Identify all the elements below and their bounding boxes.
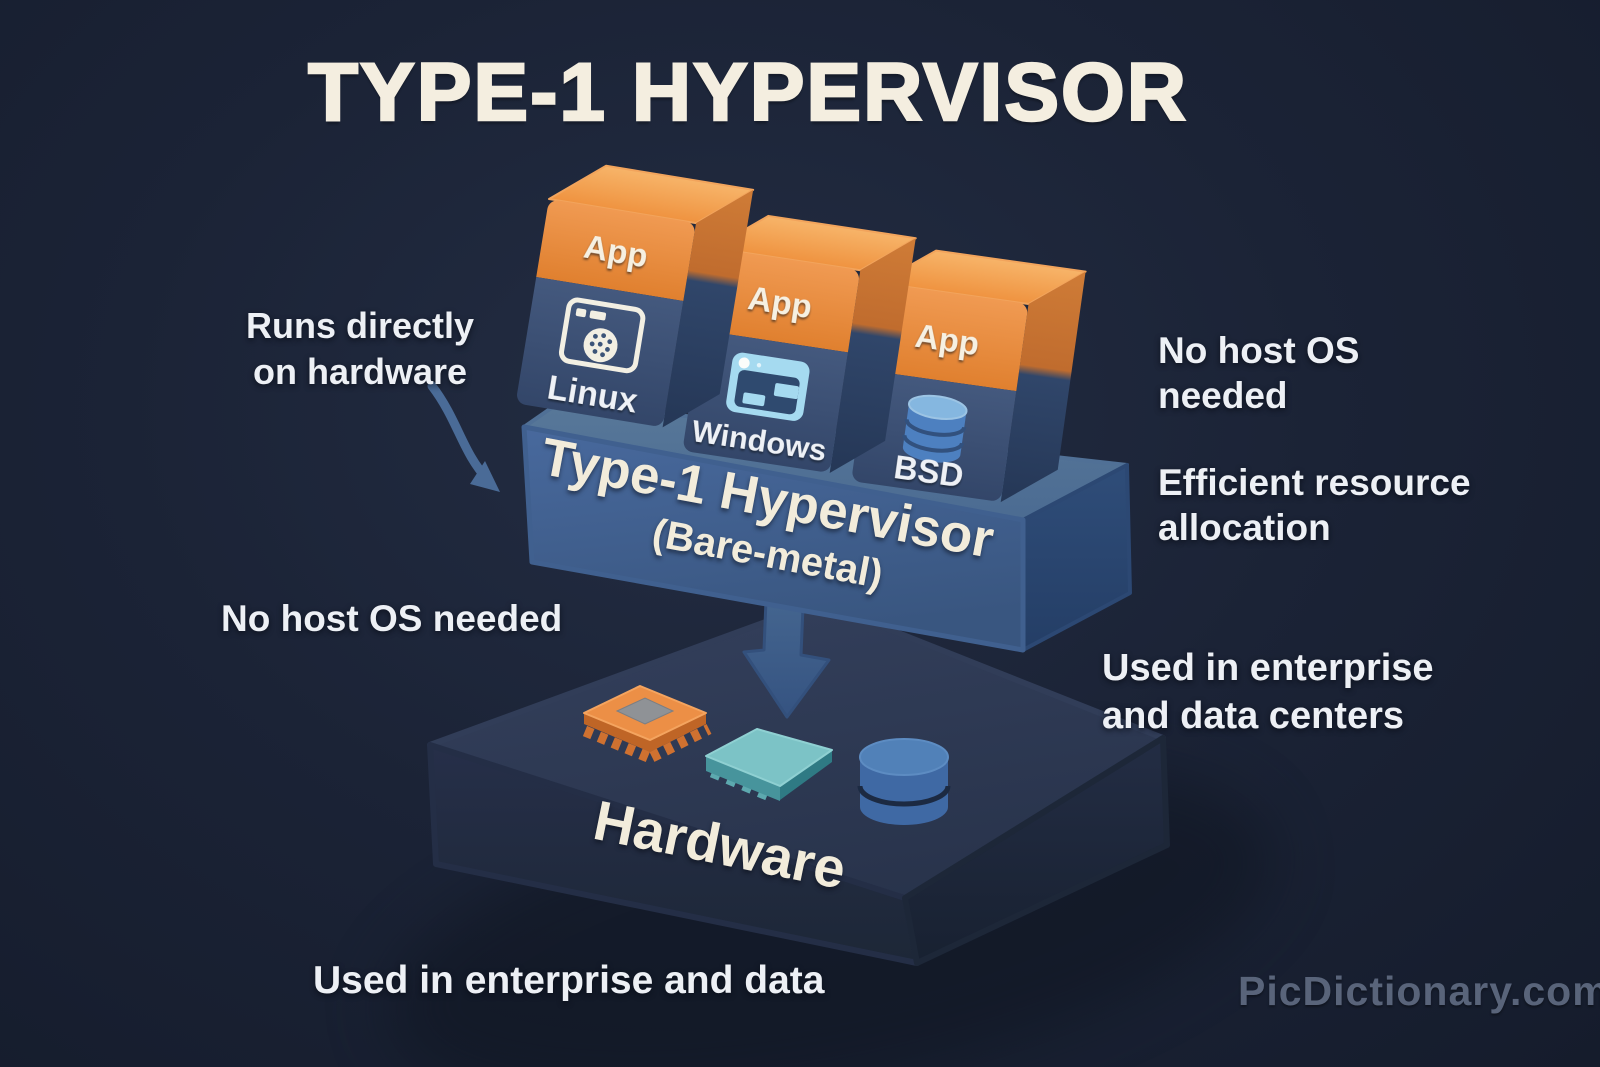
annotation-runs-directly: Runs directly on hardware bbox=[225, 303, 495, 395]
page-title: TYPE-1 HYPERVISOR bbox=[307, 46, 1189, 140]
annotation-no-host-left: No host OS needed bbox=[221, 598, 563, 639]
storage-disk-groove bbox=[857, 785, 951, 807]
linux-front-header bbox=[536, 200, 695, 302]
bsd-front-header bbox=[866, 284, 1028, 392]
annotation-no-host-right-line2: needed bbox=[1158, 375, 1288, 416]
hypervisor-front-face bbox=[521, 424, 1026, 653]
database-icon bbox=[902, 394, 968, 463]
storage-disk bbox=[857, 738, 951, 825]
terminal-window-icon bbox=[726, 352, 810, 421]
cpu-chip bbox=[582, 685, 712, 763]
annotation-efficient-line2: allocation bbox=[1158, 507, 1331, 548]
memory-chip bbox=[705, 728, 833, 803]
annotation-enterprise-right: Used in enterprise and data centers bbox=[1102, 644, 1434, 740]
annotation-no-host-right-line1: No host OS bbox=[1158, 330, 1360, 371]
watermark: PicDictionary.com bbox=[1238, 968, 1600, 1014]
app-box-linux: App Linux bbox=[517, 164, 755, 428]
hardware-right-face bbox=[902, 735, 1170, 966]
annotation-runs-directly-line2: on hardware bbox=[252, 351, 468, 392]
annotation-runs-directly-line1: Runs directly bbox=[245, 305, 475, 346]
down-arrow bbox=[742, 598, 831, 719]
bsd-side-face bbox=[1000, 271, 1086, 503]
annotation-efficient-line1: Efficient resource bbox=[1158, 462, 1471, 503]
memory-chip-front bbox=[706, 756, 780, 801]
cpu-chip-die bbox=[615, 697, 675, 725]
annotation-efficient: Efficient resource allocation bbox=[1158, 460, 1471, 550]
app-window-icon bbox=[558, 297, 646, 374]
app-box-windows: App Windows bbox=[683, 214, 917, 473]
annotation-enterprise-right-line2: and data centers bbox=[1102, 695, 1404, 737]
storage-disk-top bbox=[859, 738, 949, 776]
windows-side-face bbox=[829, 238, 916, 473]
annotation-enterprise-bottom: Used in enterprise and data bbox=[313, 959, 825, 1002]
app-box-bsd: App BSD bbox=[852, 249, 1087, 503]
cpu-chip-pins-left bbox=[582, 725, 651, 763]
linux-top-face bbox=[548, 164, 755, 225]
linux-side-face bbox=[662, 189, 754, 428]
annotation-enterprise-right-line1: Used in enterprise bbox=[1102, 647, 1434, 689]
storage-disk-body bbox=[860, 757, 948, 825]
curved-arrow bbox=[427, 381, 500, 492]
memory-chip-top bbox=[705, 728, 833, 787]
windows-front-header bbox=[700, 249, 859, 353]
dotted-ball-dots bbox=[589, 333, 613, 358]
annotation-no-host-right: No host OS needed bbox=[1158, 328, 1359, 418]
cpu-chip-base bbox=[584, 713, 706, 752]
bsd-tier-label: App bbox=[913, 317, 982, 363]
cpu-chip-pins-right bbox=[649, 724, 712, 762]
